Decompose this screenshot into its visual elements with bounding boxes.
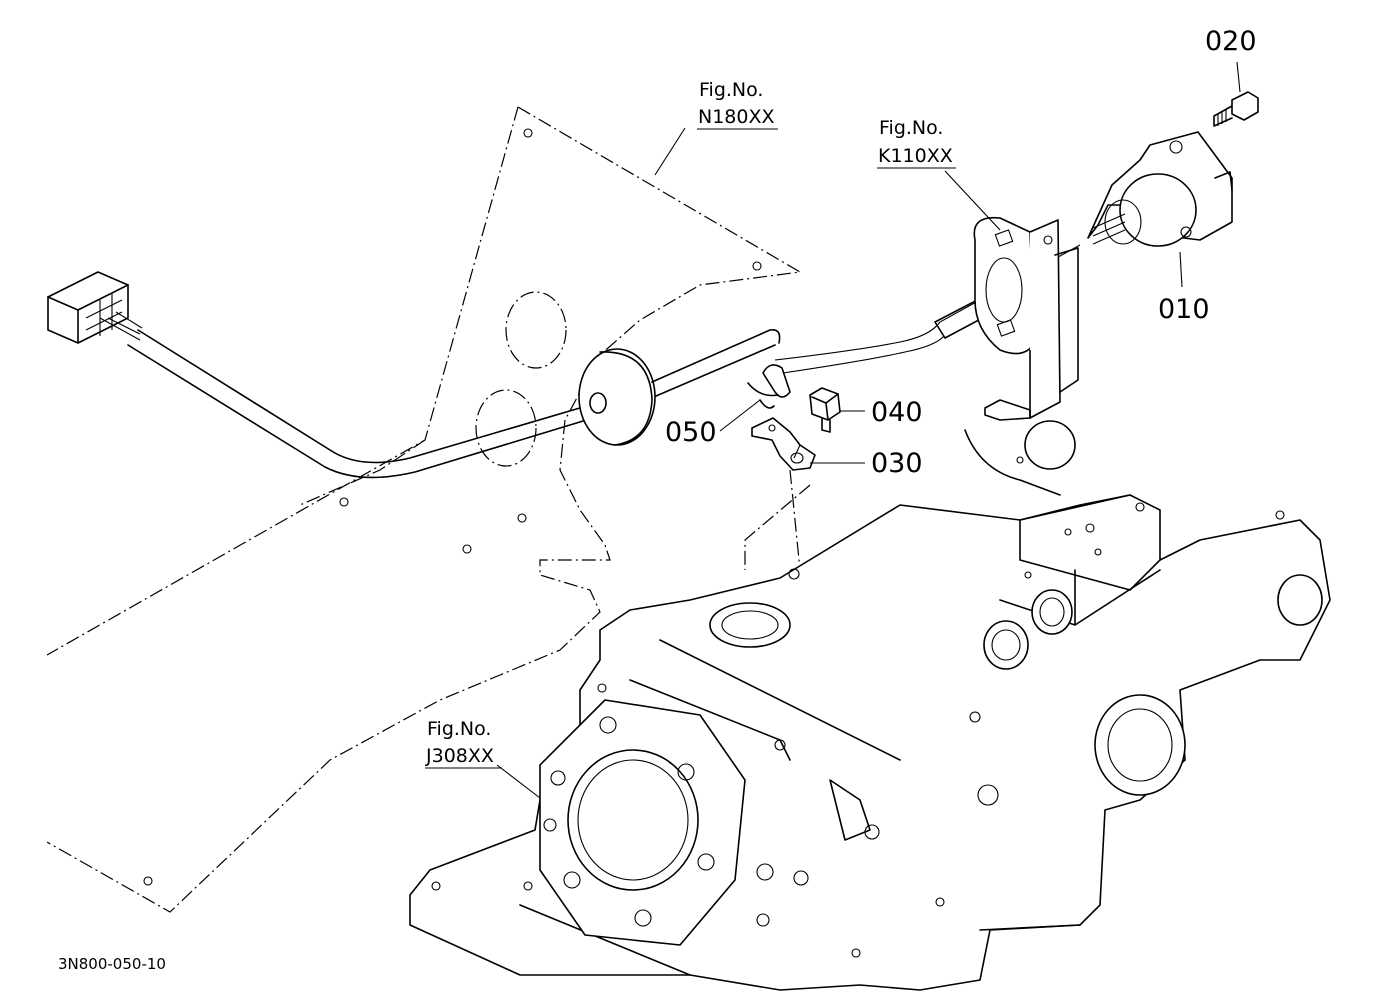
- part-number-040: 040: [871, 397, 923, 428]
- fig-ref-k110-label: Fig.No.: [879, 117, 943, 139]
- reference-panel-outline: [46, 106, 802, 913]
- screw-020: [1213, 91, 1259, 127]
- grommet: [578, 348, 656, 446]
- drawing-code: 3N800-050-10: [58, 955, 166, 973]
- flange-plate: [539, 699, 809, 946]
- part-number-010: 010: [1158, 294, 1210, 325]
- leader-lines: [496, 61, 1241, 799]
- stay-030: [751, 417, 816, 471]
- fig-ref-k110-code: K110XX: [878, 145, 953, 167]
- harness-pipe: [651, 328, 781, 397]
- part-number-030: 030: [871, 448, 923, 479]
- fig-ref-n180-label: Fig.No.: [699, 79, 763, 101]
- mounting-bracket: [973, 216, 1079, 419]
- sensor-cable: [774, 244, 1081, 374]
- fig-ref-j308-code: J308XX: [425, 745, 494, 767]
- bolt-040: [809, 387, 841, 433]
- wire-harness-cable: [127, 329, 594, 479]
- part-number-050: 050: [665, 417, 717, 448]
- wire-harness-connector: [47, 271, 143, 344]
- sensor-010: [1087, 131, 1233, 247]
- clamp-050: [747, 364, 791, 409]
- fig-ref-n180-code: N180XX: [698, 106, 775, 128]
- part-number-020: 020: [1205, 26, 1257, 57]
- transmission-case: [409, 399, 1331, 991]
- fig-ref-j308-label: Fig.No.: [427, 718, 491, 740]
